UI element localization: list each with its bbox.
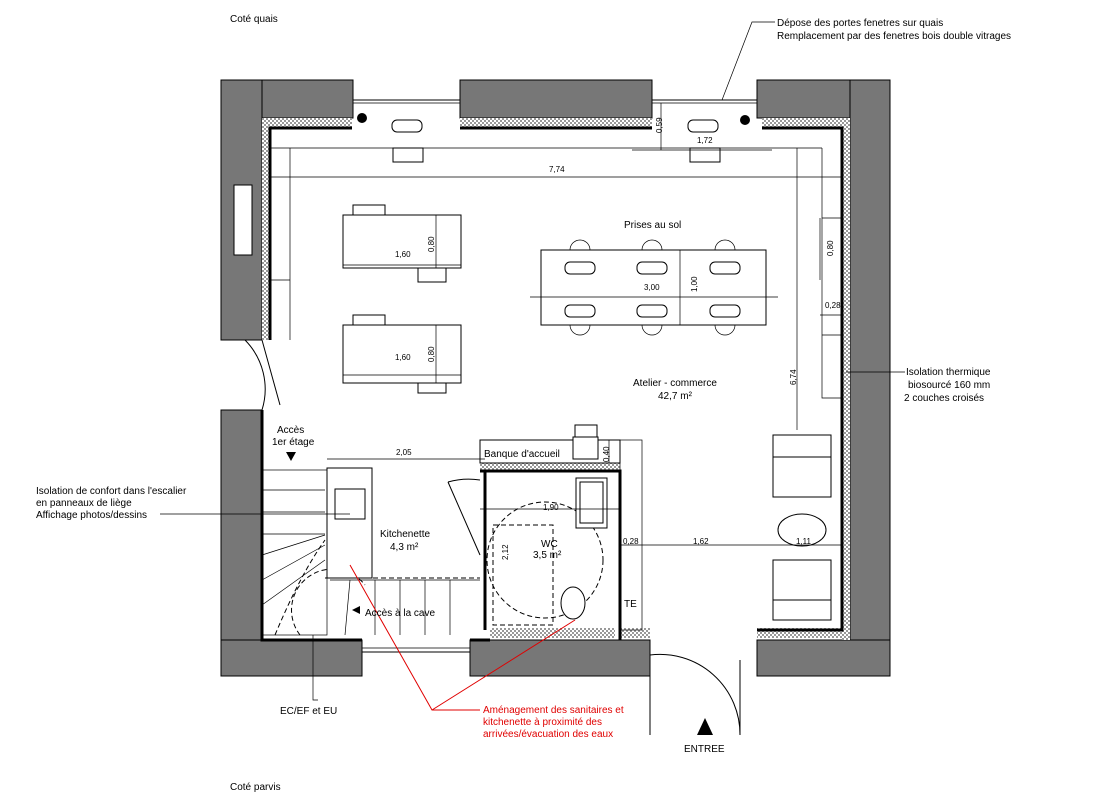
dimension-labels: 7,74 0,59 1,72 1,60 0,80 1,60 0,80 3,00 … [395, 117, 841, 560]
dim-0-28: 0,28 [623, 537, 639, 546]
room-kitchenette-area: 4,3 m² [390, 542, 419, 553]
label-cave: Accès à la cave [365, 608, 435, 619]
dim-0-80: 0,80 [427, 346, 436, 362]
note-stair: Isolation de confort dans l'escalier [36, 486, 187, 497]
note-insulation: Isolation thermique [906, 367, 991, 378]
note-stair: en panneaux de liège [36, 498, 132, 509]
reception-desk [479, 424, 621, 464]
dim-1-72: 1,72 [697, 136, 713, 145]
top-desk-left [392, 147, 424, 163]
armchairs [772, 434, 832, 621]
dimension-lines [270, 103, 842, 546]
workshop-table [391, 119, 767, 336]
label-cote-quais: Coté quais [230, 14, 278, 25]
label-banque: Banque d'accueil [484, 449, 560, 460]
dim-7-74: 7,74 [549, 165, 565, 174]
exterior-walls [220, 79, 891, 677]
room-wc: WC [541, 539, 558, 550]
down-arrow-icon [286, 452, 296, 461]
top-desk-right [689, 147, 721, 163]
dim-1-00: 1,00 [690, 276, 699, 292]
dim-1-60: 1,60 [395, 250, 411, 259]
dim-6-74: 6,74 [789, 369, 798, 385]
dim-2-12: 2,12 [501, 544, 510, 560]
note-insulation: biosourcé 160 mm [908, 380, 990, 391]
label-entree: ENTREE [684, 744, 725, 755]
desk-1 [342, 204, 462, 283]
dim-0-28: 0,28 [825, 301, 841, 310]
label-prises: Prises au sol [624, 220, 681, 231]
dim-1-62: 1,62 [693, 537, 709, 546]
note-windows: Dépose des portes fenetres sur quais [777, 18, 943, 29]
note-windows: Remplacement par des fenetres bois doubl… [777, 31, 1011, 42]
dim-2-05: 2,05 [396, 448, 412, 457]
spotlight-icon [357, 113, 750, 125]
note-insulation: 2 couches croisés [904, 393, 984, 404]
label-te: TE [624, 599, 637, 610]
side-door[interactable] [244, 339, 281, 411]
wall-shelving [270, 147, 842, 399]
entrance-door[interactable] [649, 653, 741, 736]
dim-0-80: 0,80 [826, 240, 835, 256]
dim-1-11: 1,11 [796, 537, 812, 546]
dim-1-90: 1,90 [543, 503, 559, 512]
dim-0-59: 0,59 [655, 117, 664, 133]
room-atelier-area: 42,7 m² [658, 391, 693, 402]
kitchen-unit [326, 467, 373, 579]
dim-1-60: 1,60 [395, 353, 411, 362]
wc-fixtures [447, 439, 643, 631]
label-acces-etage: Accès [277, 425, 304, 436]
label-cote-parvis: Coté parvis [230, 782, 281, 793]
note-sanitary: arrivées/évacuation des eaux [483, 729, 613, 740]
cave-arrow-icon [352, 606, 360, 614]
desk-2 [342, 314, 462, 394]
room-atelier: Atelier - commerce [633, 378, 717, 389]
dim-0-40: 0,40 [602, 446, 611, 462]
label-acces-etage: 1er étage [272, 437, 315, 448]
note-sanitary: kitchenette à proximité des [483, 717, 602, 728]
room-wc-area: 3,5 m² [533, 550, 562, 561]
entrance-arrow-icon [697, 718, 713, 735]
label-ecef-eu: EC/EF et EU [280, 706, 337, 717]
labels: Coté quais Coté parvis Dépose des portes… [36, 14, 1011, 793]
room-kitchenette: Kitchenette [380, 529, 430, 540]
leader-lines [160, 21, 905, 711]
dim-3-00: 3,00 [644, 283, 660, 292]
note-sanitary: Aménagement des sanitaires et [483, 705, 624, 716]
dim-0-80: 0,80 [427, 236, 436, 252]
note-stair: Affichage photos/dessins [36, 510, 147, 521]
windows [353, 99, 757, 653]
